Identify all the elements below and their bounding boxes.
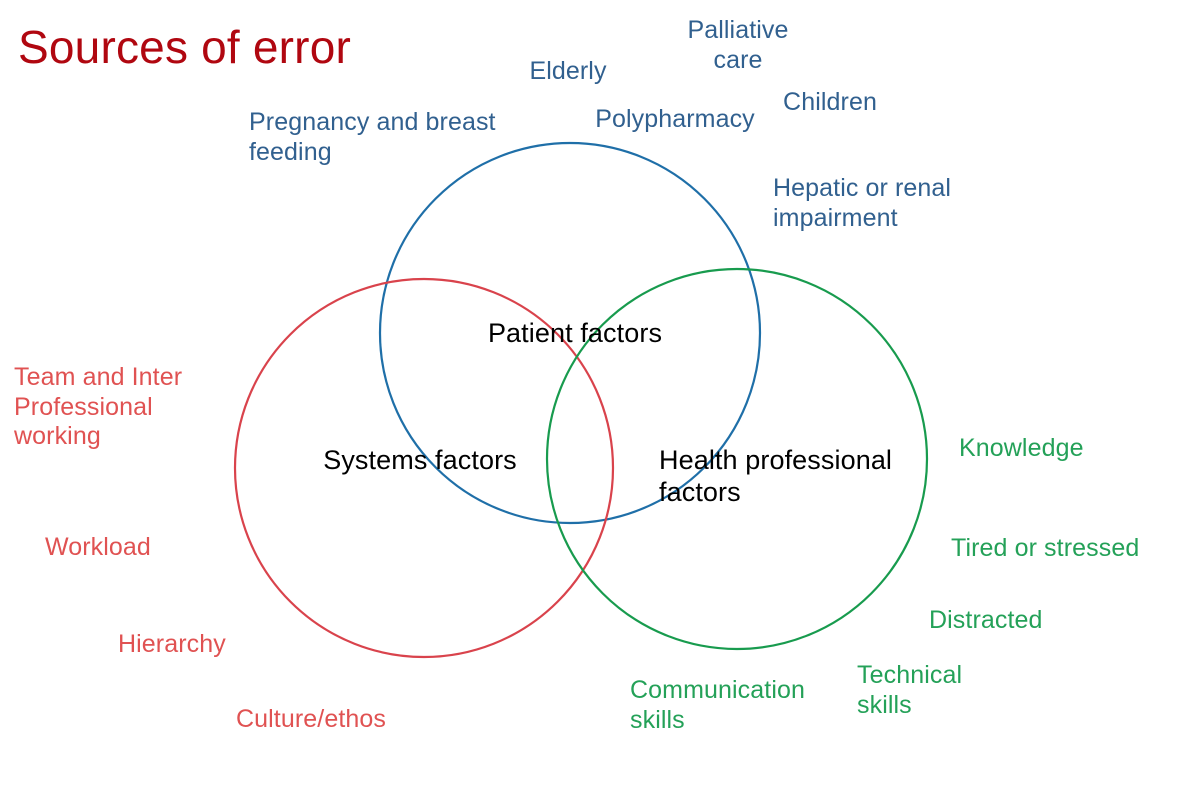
- core-label-patient-factors: Patient factors: [487, 318, 663, 348]
- label-technical-skills: Technical skills: [857, 661, 963, 719]
- health-professional-circle: [545, 267, 929, 651]
- systems-factors-circle: [233, 277, 615, 659]
- label-workload: Workload: [45, 533, 151, 561]
- core-label-health-professional-factors: Health professional factors: [659, 445, 893, 507]
- label-pregnancy-and-breast-feeding: Pregnancy and breast feeding: [249, 108, 496, 166]
- label-children: Children: [783, 88, 877, 116]
- label-palliative-care: Palliative care: [687, 16, 789, 74]
- page-title: Sources of error: [18, 21, 351, 73]
- label-hepatic-or-renal-impairment: Hepatic or renal impairment: [773, 174, 952, 232]
- label-communication-skills: Communication skills: [630, 676, 805, 734]
- patient-factors-circle: [378, 141, 762, 525]
- label-elderly: Elderly: [529, 57, 607, 85]
- label-knowledge: Knowledge: [959, 434, 1084, 462]
- label-culture-ethos: Culture/ethos: [236, 705, 386, 733]
- label-hierarchy: Hierarchy: [118, 630, 226, 658]
- core-label-systems-factors: Systems factors: [323, 445, 517, 475]
- label-tired-or-stressed: Tired or stressed: [951, 534, 1140, 562]
- label-distracted: Distracted: [929, 606, 1043, 634]
- label-polypharmacy: Polypharmacy: [595, 105, 755, 133]
- label-team-and-inter-professional-working: Team and Inter Professional working: [14, 363, 183, 450]
